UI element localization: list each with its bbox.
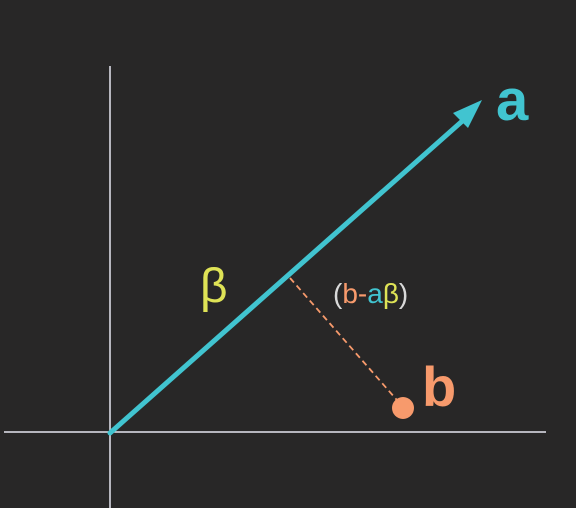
label-b: b	[422, 355, 456, 418]
vector-a-line	[107, 113, 471, 436]
residual-open-paren: (	[333, 278, 343, 309]
label-a: a	[496, 68, 529, 133]
point-b	[392, 397, 414, 419]
residual-a: a	[367, 278, 383, 309]
residual-dashed-line	[289, 277, 404, 408]
residual-minus: -	[358, 278, 367, 309]
residual-b: b	[342, 278, 358, 309]
vector-a-arrowhead	[453, 100, 482, 128]
residual-close-paren: )	[399, 278, 408, 309]
residual-beta: β	[383, 278, 399, 309]
label-beta: β	[200, 260, 228, 313]
label-residual-expression: (b-aβ)	[333, 278, 408, 309]
